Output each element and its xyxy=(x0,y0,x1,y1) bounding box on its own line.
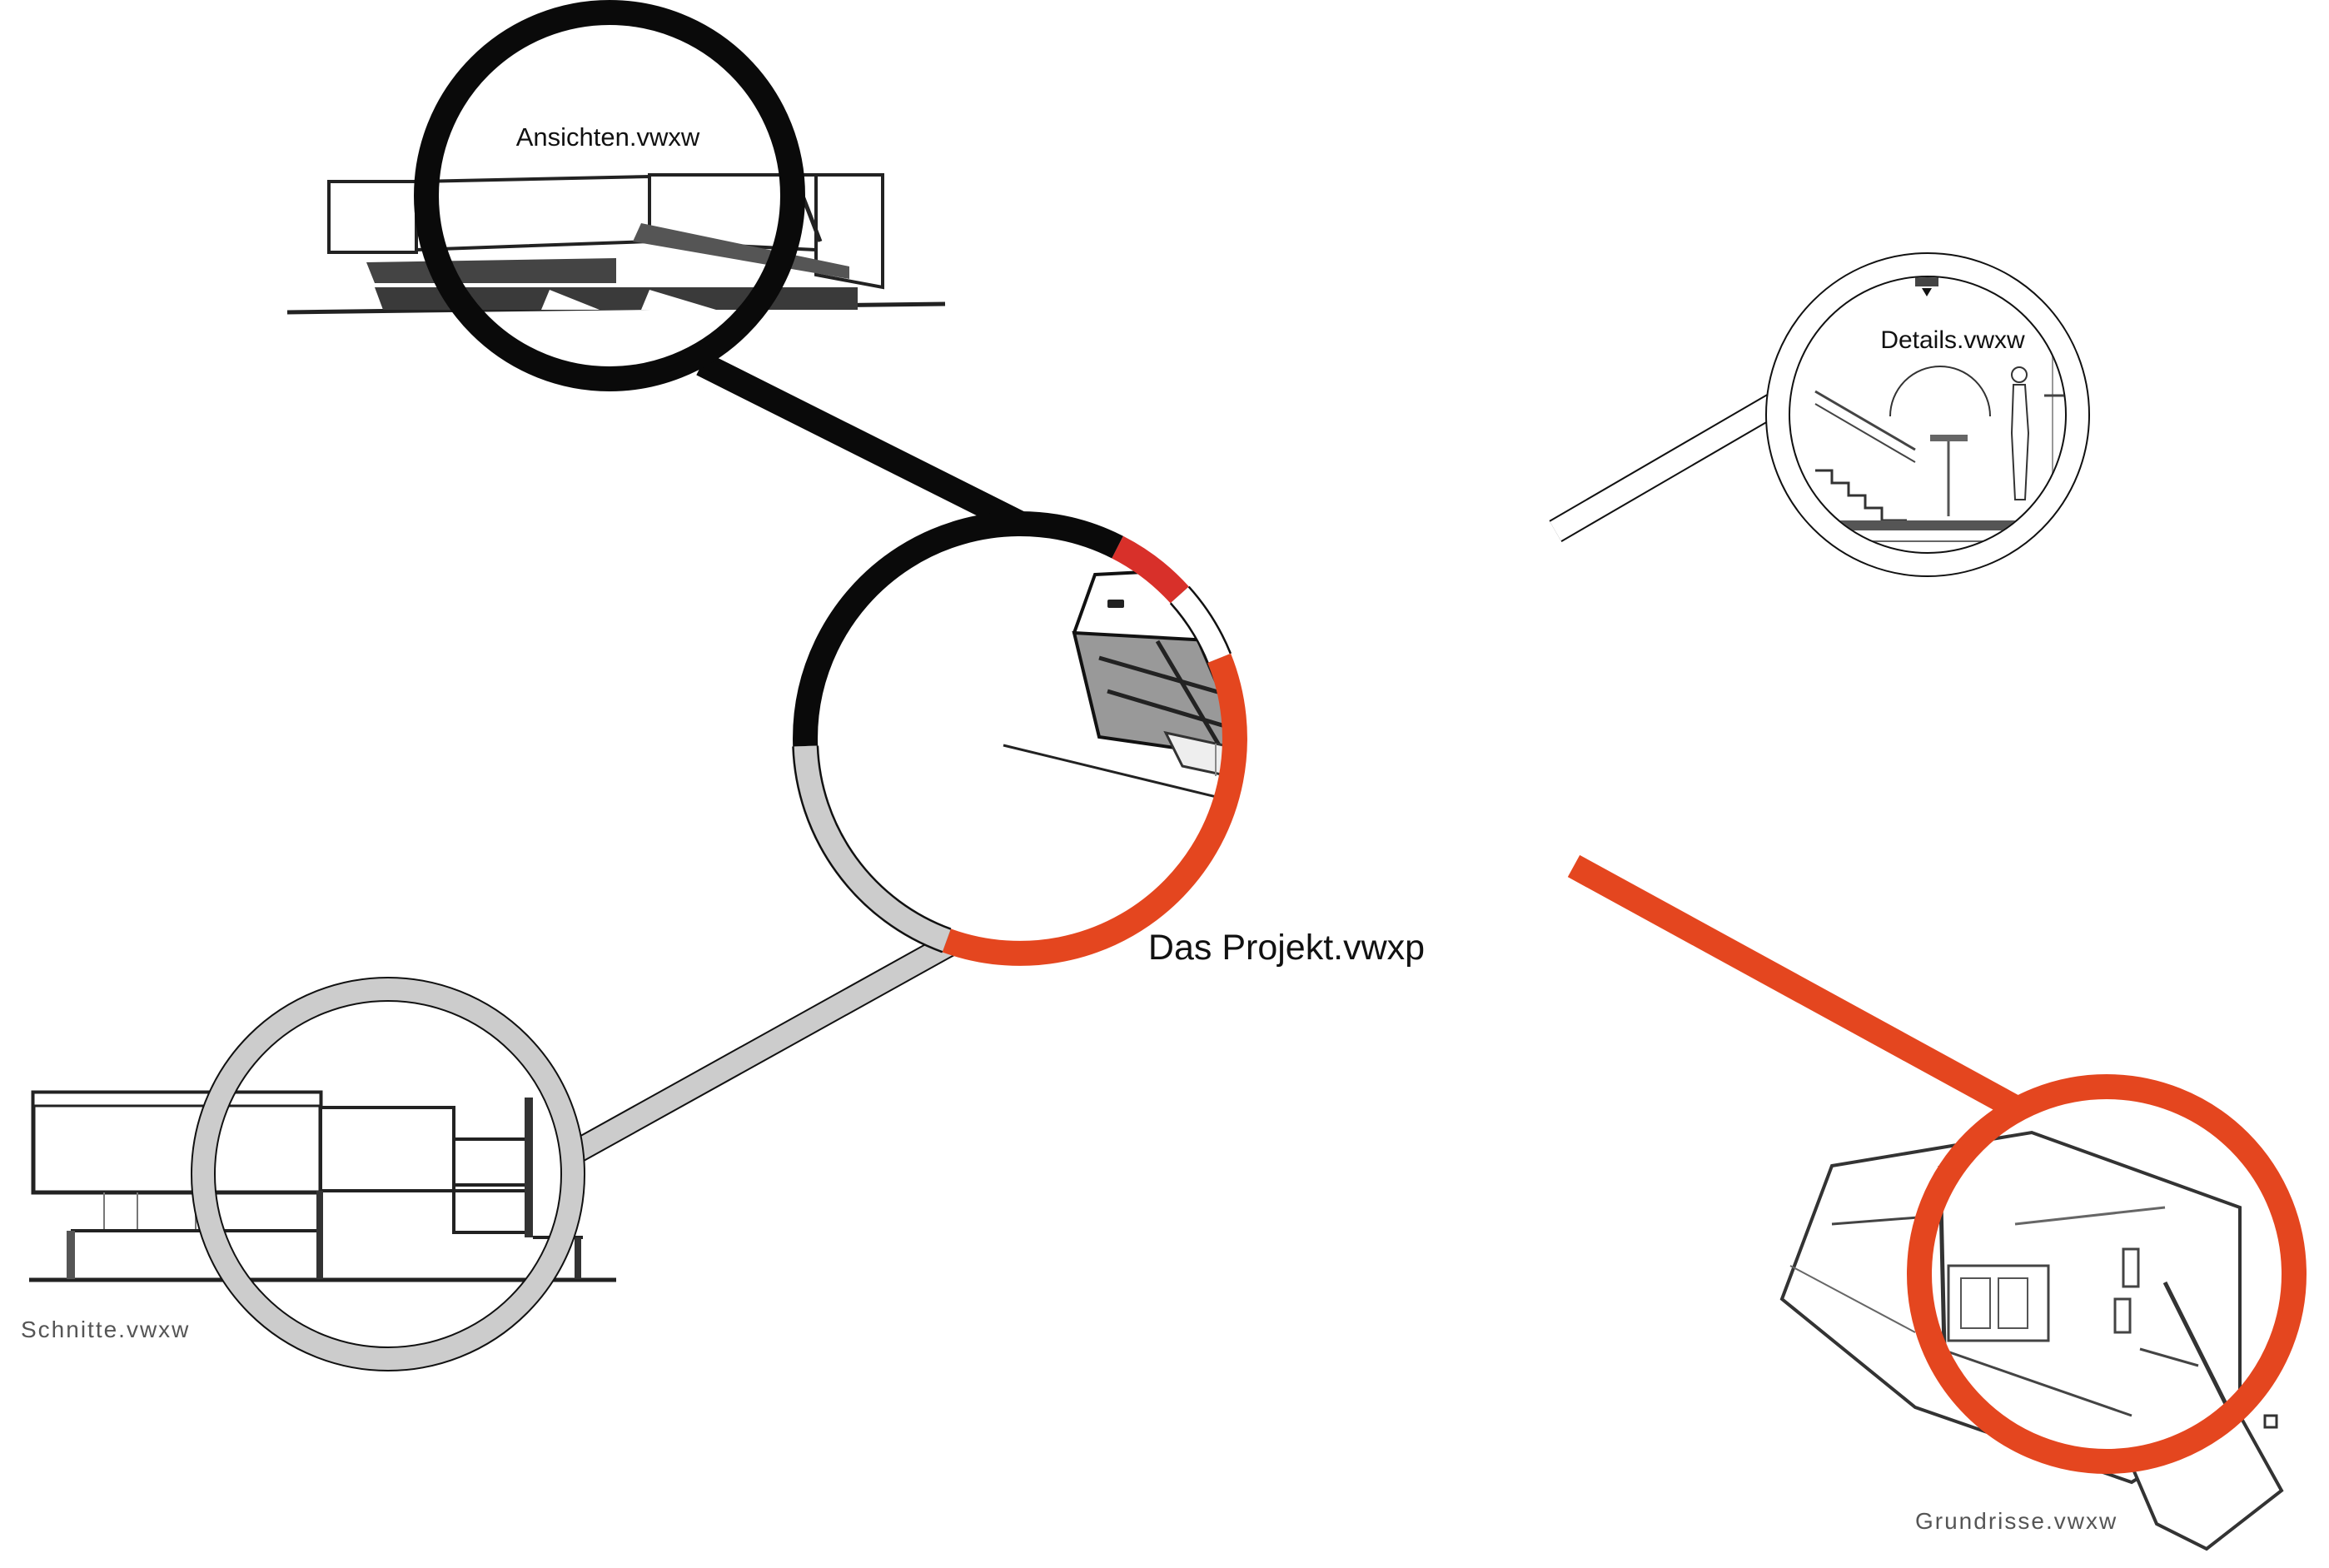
connector-grundrisse xyxy=(1567,854,2022,1119)
ring-grundrisse xyxy=(1907,1074,2307,1474)
center-arc-dark-red xyxy=(1112,535,1189,604)
connector-ansichten xyxy=(696,352,1032,538)
ring-details xyxy=(1765,252,2090,577)
ring-schnitte xyxy=(191,977,585,1371)
ansichten-label[interactable]: Ansichten.vwxw xyxy=(516,122,700,152)
details-label[interactable]: Details.vwxw xyxy=(1880,326,2025,354)
center-arc-grey xyxy=(794,745,951,952)
grundrisse-label[interactable]: Grundrisse.vwxw xyxy=(1915,1508,2117,1534)
elevation-drawing-icon xyxy=(286,173,946,315)
ring-ansichten xyxy=(414,0,805,391)
section-drawing-icon xyxy=(29,1090,616,1282)
center-arc-red xyxy=(942,653,1247,966)
connector-details xyxy=(1549,389,1789,542)
center-project-label[interactable]: Das Projekt.vwxp xyxy=(1148,928,1425,968)
floor-plan-icon xyxy=(1779,1130,2284,1551)
center-arc-black xyxy=(793,511,1123,747)
center-arc-white xyxy=(1171,587,1230,663)
schnitte-label[interactable]: Schnitte.vwxw xyxy=(21,1317,190,1342)
detail-drawing-icon xyxy=(1790,277,2065,552)
center-ring-segments xyxy=(792,511,1247,966)
